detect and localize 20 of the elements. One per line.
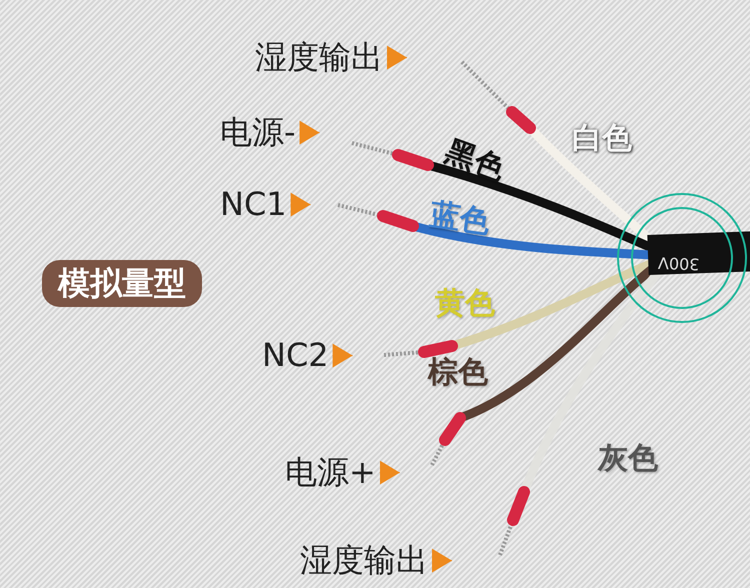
- wire-colour-label: 黑色: [440, 132, 510, 190]
- cable-marking: 300V: [658, 253, 700, 274]
- pointer-arrow: [332, 344, 354, 368]
- pointer-arrow: [290, 192, 312, 217]
- wire-function-label: NC2: [262, 338, 329, 374]
- pointer-arrow: [386, 46, 408, 70]
- pointer-arrow: [432, 548, 452, 573]
- pointer-arrow: [379, 460, 400, 485]
- pointer-arrow: [299, 120, 320, 145]
- wire-colour-label: 蓝色: [427, 196, 493, 242]
- wire-colour-label: 黄色: [435, 285, 495, 323]
- type-badge: 模拟量型: [42, 260, 202, 308]
- wire-colour-label: 灰色: [598, 440, 658, 478]
- wire-colour-label: 白色: [572, 120, 632, 158]
- wire-function-label: 湿度输出: [300, 543, 428, 578]
- wire-function-label: NC1: [220, 187, 287, 222]
- wire-function-label: 电源-: [220, 115, 296, 150]
- wire-function-label: 湿度输出: [255, 40, 383, 76]
- wire-colour-label: 棕色: [428, 354, 488, 392]
- wire-function-label: 电源+: [285, 455, 376, 490]
